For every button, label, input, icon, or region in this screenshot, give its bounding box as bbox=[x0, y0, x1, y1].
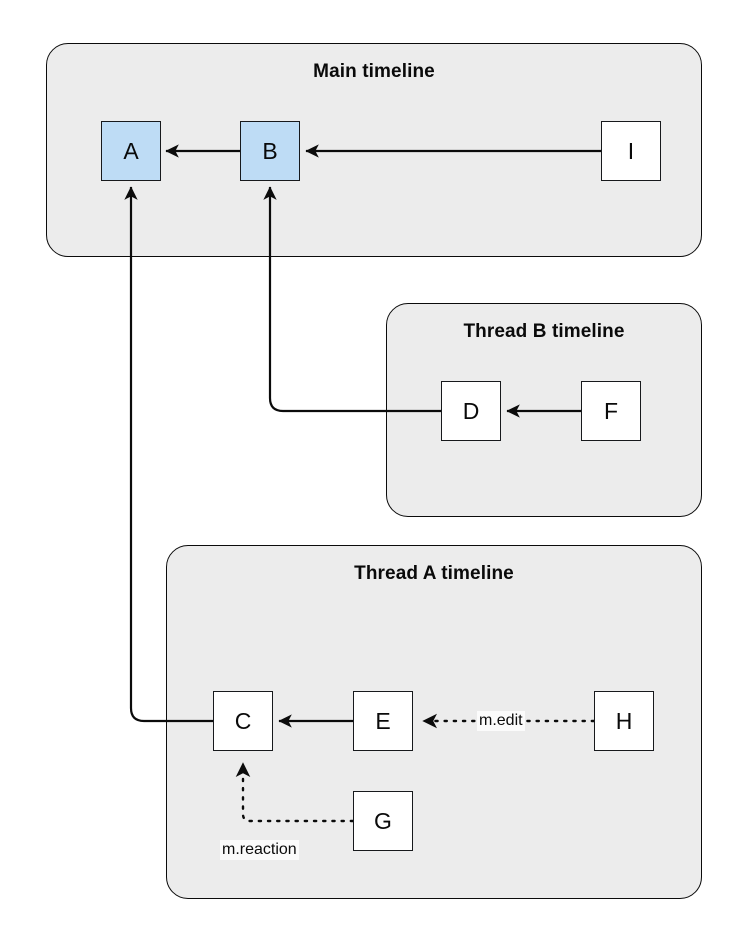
node-d[interactable]: D bbox=[441, 381, 501, 441]
edge-label-m-edit: m.edit bbox=[477, 711, 525, 731]
node-g[interactable]: G bbox=[353, 791, 413, 851]
node-h[interactable]: H bbox=[594, 691, 654, 751]
node-f-label: F bbox=[603, 397, 619, 424]
container-title-thread-a-timeline: Thread A timeline bbox=[354, 563, 514, 584]
node-c-label: C bbox=[234, 707, 252, 734]
node-g-label: G bbox=[374, 807, 392, 834]
node-a-label: A bbox=[123, 137, 139, 164]
node-c[interactable]: C bbox=[213, 691, 273, 751]
node-d-label: D bbox=[462, 397, 480, 424]
edge-label-m-reaction: m.reaction bbox=[220, 840, 299, 860]
node-h-label: H bbox=[615, 707, 633, 734]
node-b-label: B bbox=[262, 137, 278, 164]
node-e-label: E bbox=[375, 707, 391, 734]
container-title-main-timeline: Main timeline bbox=[313, 61, 435, 82]
node-a[interactable]: A bbox=[101, 121, 161, 181]
node-e[interactable]: E bbox=[353, 691, 413, 751]
node-i[interactable]: I bbox=[601, 121, 661, 181]
container-thread-b-timeline: Thread B timeline bbox=[386, 303, 702, 517]
container-title-thread-b-timeline: Thread B timeline bbox=[463, 321, 625, 342]
node-f[interactable]: F bbox=[581, 381, 641, 441]
node-i-label: I bbox=[627, 137, 635, 164]
node-b[interactable]: B bbox=[240, 121, 300, 181]
